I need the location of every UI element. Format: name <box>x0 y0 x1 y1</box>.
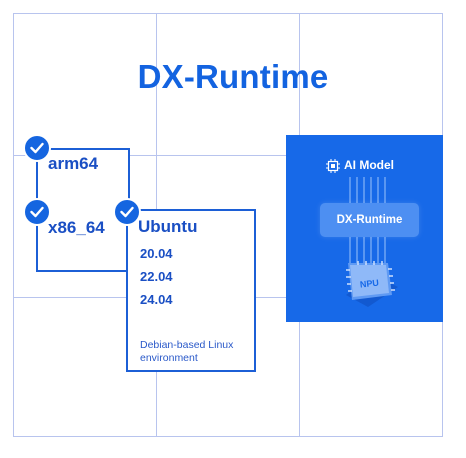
os-description: Debian-based Linux environment <box>140 339 234 364</box>
check-icon <box>113 198 141 226</box>
grid-line <box>13 155 443 156</box>
page-title: DX-Runtime <box>137 58 329 95</box>
check-icon <box>23 198 51 226</box>
svg-text:NPU: NPU <box>359 278 379 290</box>
ai-model-label: AI Model <box>344 158 394 172</box>
grid-line <box>13 13 443 14</box>
grid-line <box>13 436 443 437</box>
check-icon <box>23 134 51 162</box>
os-version: 20.04 <box>140 246 173 261</box>
arch-label-x86_64: x86_64 <box>48 218 105 237</box>
arch-label-arm64: arm64 <box>48 154 99 173</box>
accelerator-panel: NPU AI Model DX-Runtime <box>286 135 443 322</box>
os-name: Ubuntu <box>138 217 198 236</box>
dx-runtime-chip: DX-Runtime <box>320 203 419 237</box>
grid-line <box>13 13 14 436</box>
os-box: Ubuntu 20.04 22.04 24.04 Debian-based Li… <box>126 209 256 372</box>
os-version: 22.04 <box>140 269 173 284</box>
ai-model-icon <box>326 159 340 173</box>
os-version: 24.04 <box>140 292 173 307</box>
npu-chip-icon: NPU <box>346 261 398 307</box>
